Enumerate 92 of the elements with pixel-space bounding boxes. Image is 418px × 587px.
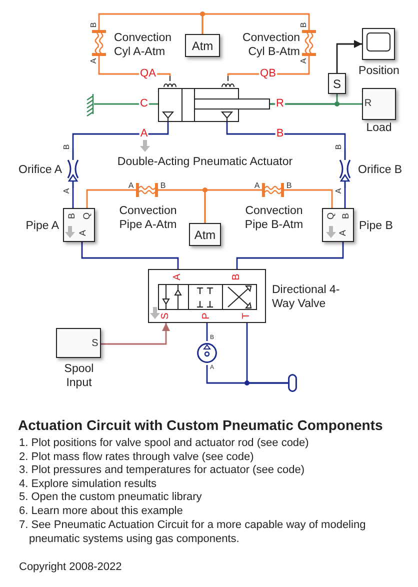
reservoir bbox=[288, 374, 297, 392]
port-label: R bbox=[275, 98, 285, 110]
sensor-block bbox=[328, 73, 346, 94]
port-label: B bbox=[160, 182, 166, 190]
list-item: 2. Plot mass flow rates through valve (see code) bbox=[19, 451, 255, 465]
port-label: C bbox=[139, 98, 149, 110]
block-name: Load bbox=[365, 121, 393, 135]
connection-line bbox=[206, 323, 208, 341]
port-label: B bbox=[68, 213, 76, 219]
port-label: QB bbox=[259, 68, 277, 80]
block-name: Pipe A bbox=[24, 219, 59, 233]
convection-block bbox=[92, 30, 106, 56]
port-label: S bbox=[92, 339, 98, 349]
port-label: P bbox=[202, 312, 212, 320]
pipe-block bbox=[63, 208, 95, 242]
atmosphere-block bbox=[185, 34, 220, 57]
connection-line bbox=[227, 56, 310, 76]
port-label: A bbox=[90, 58, 98, 64]
orifice-symbol bbox=[338, 150, 352, 188]
connection-line bbox=[94, 103, 158, 105]
block-text: S bbox=[333, 76, 341, 90]
convection-block bbox=[136, 183, 158, 197]
copyright-note: Copyright 2008-2022 bbox=[19, 561, 123, 575]
block-name: Convection Pipe B-Atm bbox=[244, 204, 304, 232]
block-name: Spool Input bbox=[63, 362, 95, 390]
connection-line bbox=[86, 189, 136, 208]
port-label: Q bbox=[326, 212, 336, 220]
block-name: Directional 4-Way Valve bbox=[272, 283, 341, 311]
valve-block bbox=[148, 269, 266, 323]
diagram-title: Actuation Circuit with Custom Pneumatic Components bbox=[18, 417, 383, 433]
port-label: S bbox=[161, 312, 171, 320]
port-label: B bbox=[90, 22, 98, 28]
arrow bbox=[101, 323, 170, 345]
list-item: 4. Explore simulation results bbox=[19, 478, 158, 492]
connection-line bbox=[72, 188, 74, 208]
block-name: Position bbox=[358, 64, 400, 78]
port-label: B bbox=[335, 144, 343, 150]
port-label: B bbox=[342, 213, 350, 219]
connection-line bbox=[226, 122, 346, 150]
port-label: A bbox=[63, 188, 71, 194]
port-label: T bbox=[242, 312, 252, 320]
port-label: A bbox=[173, 274, 183, 280]
block-text: Atm bbox=[192, 38, 214, 52]
block-name: Double-Acting Pneumatic Actuator bbox=[116, 155, 294, 169]
port-label: A bbox=[335, 188, 343, 194]
orifice-symbol bbox=[66, 150, 80, 188]
connection-line bbox=[98, 56, 171, 76]
port-label: A bbox=[139, 128, 149, 140]
connection-line bbox=[204, 189, 262, 223]
port-label: B bbox=[232, 274, 242, 280]
block-name: Convection Cyl B-Atm bbox=[241, 31, 300, 59]
list-item: 6. Learn more about this example bbox=[19, 505, 184, 519]
signal-source-block bbox=[56, 328, 101, 358]
block-name: Orifice A bbox=[18, 163, 62, 177]
port-label: B bbox=[286, 182, 292, 190]
convection-block bbox=[262, 183, 284, 197]
connection-line bbox=[236, 242, 344, 269]
port-label: B bbox=[275, 128, 285, 140]
mechanical-ground bbox=[86, 94, 94, 114]
port-label: A bbox=[78, 230, 88, 236]
port-label: B bbox=[300, 22, 308, 28]
list-item: 7. See Pneumatic Actuation Circuit for a more capable way of modeling pneumatic systems using gas components. bbox=[19, 519, 367, 546]
port-label: QA bbox=[139, 68, 157, 80]
port-label: A bbox=[338, 230, 348, 236]
arrow bbox=[336, 40, 362, 73]
connection-line bbox=[344, 188, 346, 208]
block-text: Atm bbox=[194, 228, 216, 242]
port-label: A bbox=[300, 58, 308, 64]
connection-line bbox=[284, 189, 333, 208]
list-item: 1. Plot positions for valve spool and actuator rod (see code) bbox=[19, 437, 310, 451]
port-label: B bbox=[63, 144, 71, 150]
connection-line bbox=[270, 94, 338, 105]
block-name: Orifice B bbox=[358, 163, 404, 177]
port-label: Q bbox=[82, 212, 92, 220]
scope-block bbox=[362, 28, 395, 60]
block-name: Pipe B bbox=[359, 219, 394, 233]
convection-block bbox=[302, 30, 316, 56]
connection-line bbox=[246, 323, 288, 384]
connection-line bbox=[81, 242, 179, 269]
connection-line bbox=[72, 122, 169, 150]
load-block bbox=[362, 88, 396, 120]
list-item: 3. Plot pressures and temperatures for actuator (see code) bbox=[19, 464, 306, 478]
pressure-source bbox=[197, 341, 217, 365]
block-name: Convection Cyl A-Atm bbox=[114, 31, 173, 59]
port-label: A bbox=[128, 182, 134, 190]
block-name: Convection Pipe A-Atm bbox=[118, 204, 178, 232]
atmosphere-block bbox=[189, 223, 221, 246]
pipe-block bbox=[322, 208, 354, 242]
port-label: A bbox=[254, 182, 260, 190]
connection-line bbox=[202, 13, 310, 34]
port-label: R bbox=[364, 99, 372, 109]
list-item: 5. Open the custom pneumatic library bbox=[19, 491, 203, 505]
